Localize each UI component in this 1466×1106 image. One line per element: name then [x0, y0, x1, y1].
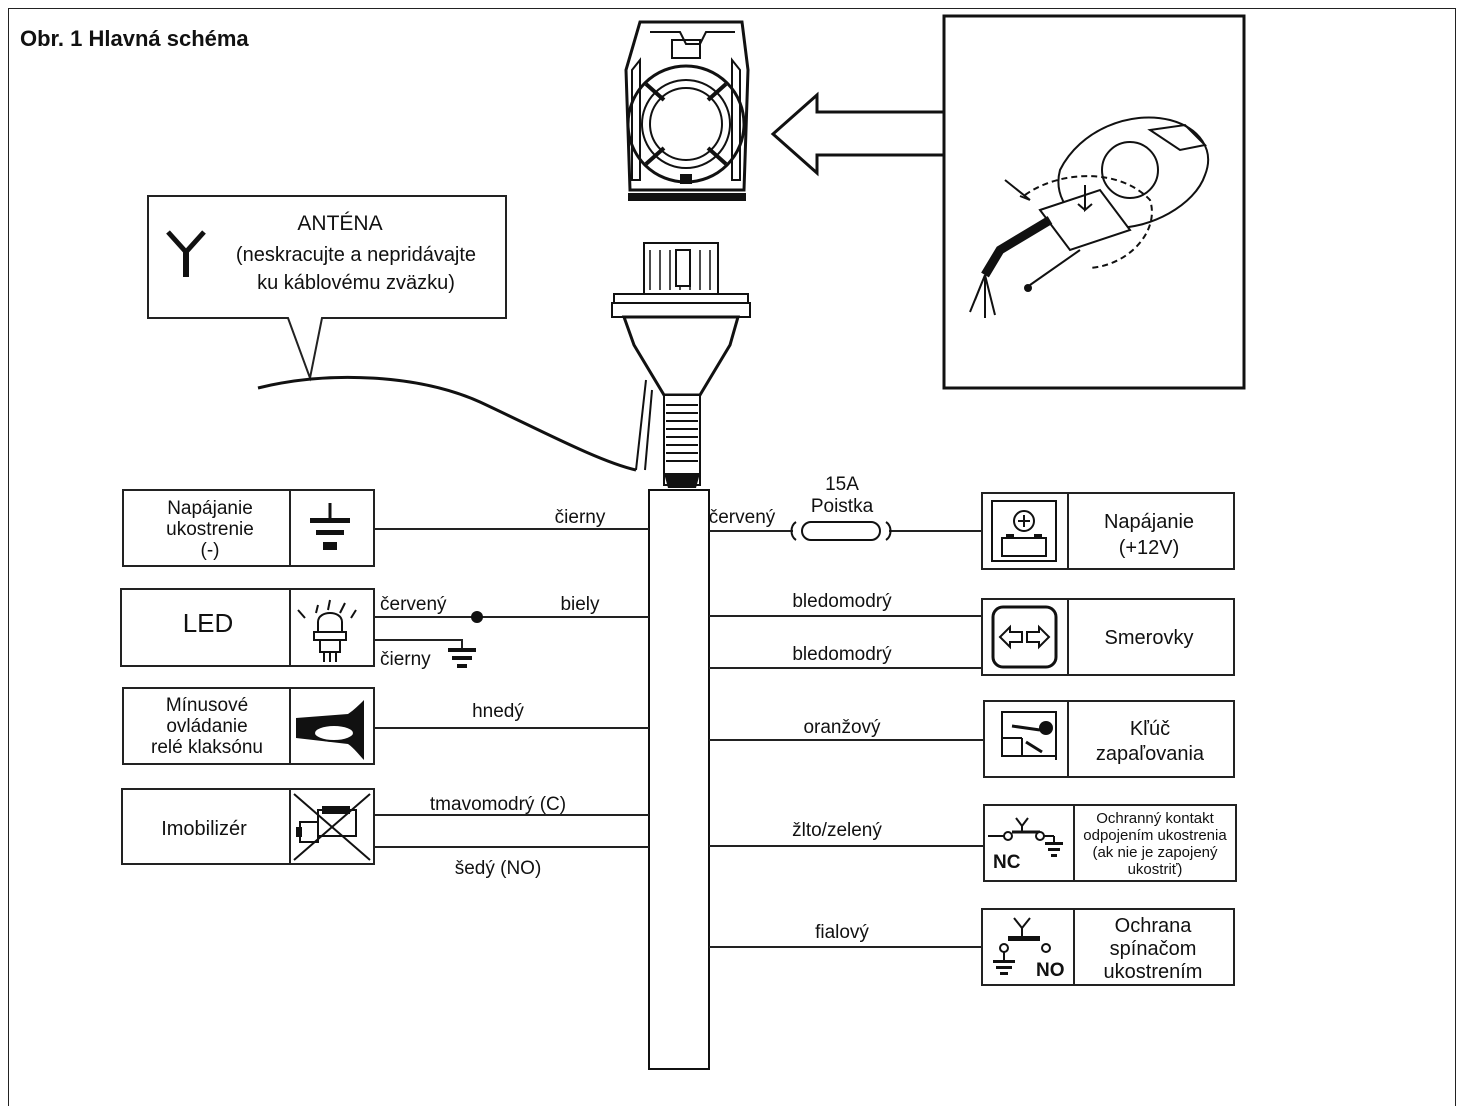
nc-switch-icon — [988, 817, 1063, 857]
siren-icon — [624, 20, 750, 201]
nc-contact-label-line1: Ochranný kontakt — [1096, 810, 1214, 827]
connector-detail-icon — [969, 116, 1210, 318]
turn-signal-icon — [991, 605, 1058, 669]
immobilizer-wire-c-color: tmavomodrý (C) — [430, 794, 566, 815]
ignition-key-icon — [1001, 711, 1057, 760]
nc-contact-device: Ochranný kontakt odpojením ukostrenia (a… — [983, 804, 1237, 882]
nc-contact-label-line2: odpojením ukostrenia — [1083, 827, 1227, 844]
diagram-frame — [8, 8, 1456, 1106]
main-harness — [648, 489, 710, 1070]
led-junction-dot — [471, 611, 483, 623]
led-wire-black: čierny — [380, 649, 431, 670]
blinker-wire-2-color: bledomodrý — [792, 644, 892, 665]
immobilizer-wire-no-color: šedý (NO) — [455, 858, 542, 879]
ground-wire-color: čierny — [555, 507, 606, 528]
antenna-wire — [257, 375, 637, 472]
blinker-wire-1-color: bledomodrý — [792, 591, 892, 612]
ground-label-line1: Napájanie — [167, 498, 253, 519]
nc-code: NC — [993, 852, 1021, 873]
immobilizer-starter-icon — [293, 793, 371, 861]
antenna-callout — [147, 195, 507, 382]
no-contact-wire-color: fialový — [815, 922, 869, 943]
horn-label-line3: relé klaksónu — [151, 737, 263, 758]
arrow-to-siren-icon — [770, 18, 948, 177]
no-contact-label-line3: ukostrením — [1104, 961, 1203, 983]
led-ground-symbol-icon — [448, 648, 476, 668]
no-code: NO — [1036, 960, 1065, 981]
immobilizer-label: Imobilizér — [161, 818, 247, 840]
led-lamp-icon — [297, 599, 357, 662]
nc-contact-label-line3: (ak nie je zapojený — [1092, 844, 1218, 861]
horn-label-line1: Mínusové — [166, 695, 248, 716]
ignition-device: Kľúč zapaľovania — [983, 700, 1235, 778]
led-device: LED — [120, 588, 375, 667]
blinkers-device: Smerovky — [981, 598, 1235, 676]
ground-device: Napájanie ukostrenie (-) — [122, 489, 375, 567]
nc-contact-label-line4: ukostriť) — [1128, 861, 1183, 878]
power-label-line1: Napájanie — [1104, 511, 1194, 533]
battery-icon — [991, 500, 1057, 562]
page-title: Obr. 1 Hlavná schéma — [20, 26, 249, 51]
no-contact-device: Ochrana spínačom ukostrením NO — [981, 908, 1235, 986]
antenna-icon — [166, 230, 206, 277]
ground-label-line2: ukostrenie — [166, 519, 254, 540]
antenna-title: ANTÉNA — [297, 212, 382, 235]
led-wire-white: biely — [560, 594, 600, 615]
ignition-label-line1: Kľúč — [1130, 718, 1170, 740]
horn-icon — [296, 700, 364, 760]
ignition-label-line2: zapaľovania — [1096, 743, 1205, 765]
fuse-label: Poistka — [811, 496, 874, 517]
horn-label-line2: ovládanie — [166, 716, 247, 737]
horn-device: Mínusové ovládanie relé klaksónu — [122, 687, 375, 765]
horn-wire-color: hnedý — [472, 701, 524, 722]
nc-contact-wire-color: žlto/zelený — [792, 820, 882, 841]
power-wire-color: červený — [709, 507, 776, 528]
fuse-icon — [790, 521, 892, 541]
no-switch-icon — [993, 917, 1051, 975]
immobilizer-device: Imobilizér — [121, 788, 375, 865]
ignition-wire-color: oranžový — [803, 717, 881, 738]
no-contact-label-line1: Ochrana — [1115, 915, 1193, 937]
power-device: Napájanie (+12V) — [981, 492, 1235, 570]
main-connector-icon — [611, 242, 751, 488]
led-wire-ground — [374, 639, 463, 648]
power-label-line2: (+12V) — [1119, 537, 1180, 559]
blinkers-label: Smerovky — [1105, 627, 1194, 649]
antenna-note-line1: (neskracujte a nepridávajte — [236, 244, 476, 266]
no-contact-label-line2: spínačom — [1110, 938, 1197, 960]
ground-label-line3: (-) — [201, 540, 220, 561]
led-label: LED — [183, 608, 234, 638]
led-wire-red: červený — [380, 594, 447, 615]
fuse-rating: 15A — [825, 474, 859, 495]
ground-symbol-icon — [310, 503, 350, 550]
antenna-note-line2: ku káblovému zväzku) — [257, 272, 455, 294]
